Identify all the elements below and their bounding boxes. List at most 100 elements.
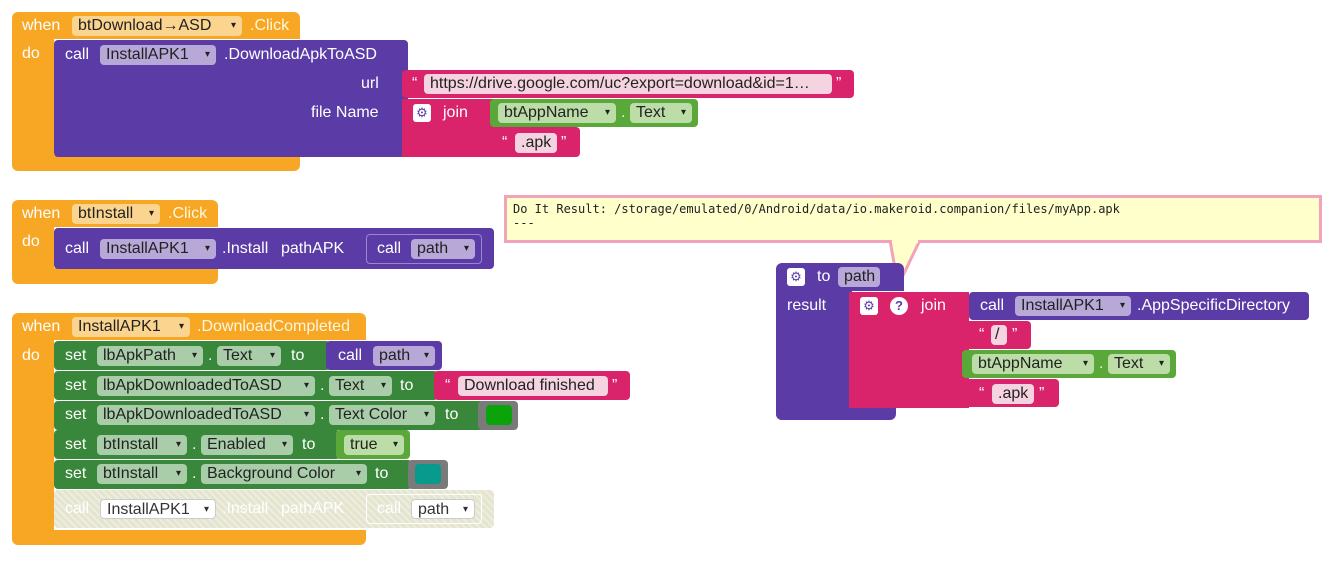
gear-icon[interactable]: ⚙ [860, 297, 878, 315]
chevron-down-icon: ▾ [148, 208, 154, 219]
call-label: call [980, 297, 1005, 314]
component-dropdown[interactable]: InstallAPK1▾ [100, 239, 216, 259]
chevron-down-icon: ▾ [380, 380, 386, 391]
join-label: join [921, 297, 946, 314]
do-it-result-tooltip: Do It Result: /storage/emulated/0/Androi… [504, 195, 1322, 243]
method-name: .DownloadApkToASD [224, 46, 377, 63]
chevron-down-icon: ▾ [204, 243, 210, 254]
method-name: .Install [222, 240, 269, 257]
chevron-down-icon: ▾ [1082, 358, 1088, 369]
chevron-down-icon: ▾ [175, 439, 181, 450]
chevron-down-icon: ▾ [203, 504, 209, 515]
set-label: set [65, 465, 87, 482]
component-dropdown[interactable]: btInstall▾ [97, 464, 187, 484]
call-label: call [65, 46, 90, 63]
do-label: do [22, 347, 40, 364]
chevron-down-icon: ▾ [303, 409, 309, 420]
method-name: .AppSpecificDirectory [1137, 297, 1290, 314]
chevron-down-icon: ▾ [423, 409, 429, 420]
component-dropdown[interactable]: InstallAPK1▾ [100, 45, 216, 65]
chevron-down-icon: ▾ [604, 107, 610, 118]
call-label: call [338, 347, 363, 364]
event-name: .Click [250, 17, 290, 34]
to-label: to [291, 347, 305, 364]
help-icon[interactable]: ? [890, 297, 908, 315]
method-name: .Install [222, 500, 269, 517]
set-label: set [65, 347, 87, 364]
component-dropdown[interactable]: InstallAPK1▾ [72, 317, 190, 337]
call-label: call [377, 500, 402, 517]
set-label: set [65, 377, 87, 394]
param-label: pathAPK [281, 240, 345, 257]
property-dropdown[interactable]: Text▾ [630, 103, 692, 123]
result-text: Do It Result: /storage/emulated/0/Androi… [513, 202, 1120, 216]
do-label: do [22, 45, 40, 62]
chevron-down-icon: ▾ [355, 468, 361, 479]
chevron-down-icon: ▾ [423, 350, 429, 361]
chevron-down-icon: ▾ [204, 49, 210, 60]
chevron-down-icon: ▾ [281, 439, 287, 450]
procedure-name-field[interactable]: path [838, 267, 880, 287]
component-dropdown[interactable]: btInstall▾ [97, 435, 187, 455]
color-swatch[interactable] [415, 464, 441, 484]
gear-icon[interactable]: ⚙ [413, 104, 431, 122]
property-dropdown[interactable]: Text Color▾ [329, 405, 435, 425]
call-label: call [377, 240, 402, 257]
to-label: to [445, 406, 459, 423]
event-name: .Click [168, 205, 208, 222]
chevron-down-icon: ▾ [230, 20, 236, 31]
chevron-down-icon: ▾ [269, 350, 275, 361]
do-label: do [22, 233, 40, 250]
set-label: set [65, 406, 87, 423]
component-dropdown[interactable]: lbApkPath▾ [97, 346, 203, 366]
event-name: .DownloadCompleted [197, 318, 350, 335]
text-field[interactable]: .apk [992, 384, 1034, 404]
chevron-down-icon: ▾ [462, 504, 468, 515]
call-label: call [65, 240, 90, 257]
to-label: to [817, 268, 831, 285]
call-label: call [65, 500, 90, 517]
chevron-down-icon: ▾ [303, 380, 309, 391]
text-field[interactable]: Download finished [458, 376, 608, 396]
component-dropdown[interactable]: btInstall▾ [72, 204, 160, 224]
component-dropdown[interactable]: btDownload→ASD▾ [72, 16, 242, 36]
url-text-field[interactable]: https://drive.google.com/uc?export=downl… [424, 74, 832, 94]
set-label: set [65, 436, 87, 453]
chevron-down-icon: ▾ [680, 107, 686, 118]
result-label: result [787, 297, 827, 314]
component-dropdown[interactable]: InstallAPK1▾ [100, 499, 216, 519]
property-dropdown[interactable]: Background Color▾ [201, 464, 367, 484]
when-label: when [22, 318, 61, 335]
component-dropdown[interactable]: lbApkDownloadedToASD▾ [97, 405, 315, 425]
chevron-down-icon: ▾ [1158, 358, 1164, 369]
component-dropdown[interactable]: InstallAPK1▾ [1015, 296, 1131, 316]
gear-icon[interactable]: ⚙ [787, 268, 805, 286]
procedure-dropdown[interactable]: path▾ [411, 499, 475, 519]
component-dropdown[interactable]: btAppName▾ [498, 103, 616, 123]
when-label: when [22, 205, 61, 222]
property-dropdown[interactable]: Text▾ [1108, 354, 1170, 374]
procedure-dropdown[interactable]: path▾ [373, 346, 435, 366]
param-filename-label: file Name [311, 104, 379, 121]
chevron-down-icon: ▾ [463, 243, 469, 254]
property-dropdown[interactable]: Enabled▾ [201, 435, 293, 455]
chevron-down-icon: ▾ [392, 439, 398, 450]
result-separator: --- [513, 216, 535, 230]
chevron-down-icon: ▾ [1119, 300, 1125, 311]
component-dropdown[interactable]: lbApkDownloadedToASD▾ [97, 376, 315, 396]
property-dropdown[interactable]: Text▾ [329, 376, 392, 396]
color-swatch[interactable] [486, 405, 512, 425]
to-label: to [375, 465, 389, 482]
apk-text-field[interactable]: .apk [515, 133, 557, 153]
text-field[interactable]: / [991, 325, 1007, 345]
param-label: pathAPK [281, 500, 345, 517]
property-dropdown[interactable]: Text▾ [217, 346, 281, 366]
to-label: to [302, 436, 316, 453]
chevron-down-icon: ▾ [191, 350, 197, 361]
component-dropdown[interactable]: btAppName▾ [972, 354, 1094, 374]
chevron-down-icon: ▾ [175, 468, 181, 479]
when-label: when [22, 17, 61, 34]
boolean-dropdown[interactable]: true▾ [344, 435, 404, 455]
procedure-dropdown[interactable]: path▾ [411, 239, 475, 259]
join-label: join [443, 104, 468, 121]
